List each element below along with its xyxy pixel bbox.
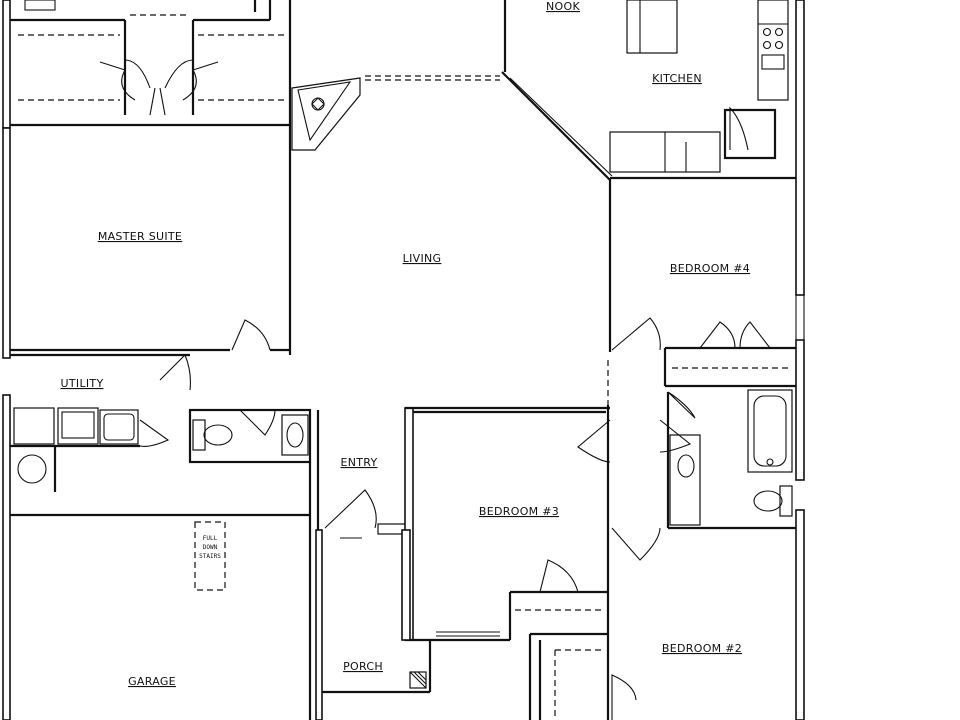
room-label-nook: NOOK xyxy=(546,0,580,13)
room-label-porch: PORCH xyxy=(343,660,383,673)
living: LIVING xyxy=(365,0,613,265)
stairs-note-line1: FULL xyxy=(203,535,218,542)
garage: FULL DOWN STAIRS GARAGE xyxy=(10,462,312,720)
hall-bath xyxy=(666,389,796,530)
porch: PORCH xyxy=(315,529,432,720)
room-label-bedroom3: BEDROOM #3 xyxy=(479,505,559,518)
bedroom-3: BEDROOM #3 xyxy=(404,405,610,720)
kitchen: NOOK KITCHEN xyxy=(546,0,796,352)
bedroom-2: BEDROOM #2 xyxy=(528,632,742,720)
powder-bath xyxy=(188,408,312,464)
utility: UTILITY xyxy=(10,353,191,492)
room-label-master-suite: MASTER SUITE xyxy=(98,230,182,243)
entry: ENTRY xyxy=(316,410,409,539)
room-label-entry: ENTRY xyxy=(340,456,377,469)
stairs-note-line3: STAIRS xyxy=(199,553,221,560)
fireplace xyxy=(291,77,361,151)
master-suite: MASTER SUITE xyxy=(10,230,290,352)
exterior-walls xyxy=(2,0,805,720)
room-label-garage: GARAGE xyxy=(128,675,176,688)
room-label-bedroom2: BEDROOM #2 xyxy=(662,642,742,655)
room-label-living: LIVING xyxy=(403,252,442,265)
room-label-kitchen: KITCHEN xyxy=(652,72,702,85)
bedroom-4: BEDROOM #4 xyxy=(611,262,796,388)
master-closets xyxy=(10,0,292,355)
stairs-note-line2: DOWN xyxy=(203,544,218,551)
room-label-bedroom4: BEDROOM #4 xyxy=(670,262,750,275)
room-label-utility: UTILITY xyxy=(61,377,104,390)
